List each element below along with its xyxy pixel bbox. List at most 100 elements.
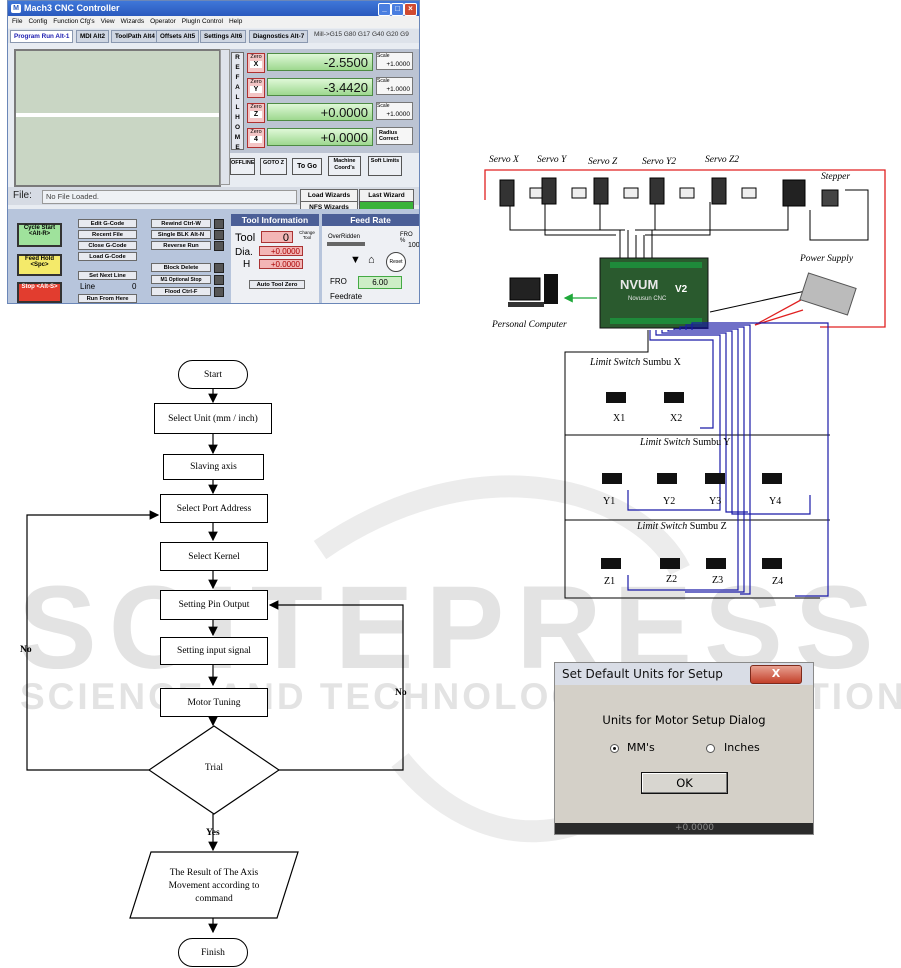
servo-z2-label: Servo Z2	[705, 155, 740, 165]
fro-percent-value: 100	[408, 242, 420, 249]
tab-program-run[interactable]: Program Run Alt-1	[10, 30, 74, 43]
switch-y2: Y2	[663, 496, 676, 507]
flow-result-label: The Result of The Axis Movement accordin…	[168, 868, 260, 904]
dialog-close-button[interactable]: X	[750, 665, 802, 684]
stop-button[interactable]: Stop <Alt-S>	[17, 282, 62, 303]
single-block-button[interactable]: Single BLK Alt-N	[151, 230, 211, 239]
switch-x1: X1	[613, 413, 626, 424]
run-from-here-button[interactable]: Run From Here	[78, 294, 137, 303]
rewind-button[interactable]: Rewind Ctrl-W	[151, 219, 211, 228]
radius-correct-button[interactable]: Radius Correct	[376, 127, 413, 145]
tab-diagnostics[interactable]: Diagnostics Alt-7	[249, 30, 309, 43]
block-delete-led	[214, 263, 224, 273]
menu-operator[interactable]: Operator	[150, 18, 176, 25]
board-name: NVUM	[620, 277, 659, 292]
tab-toolpath[interactable]: ToolPath Alt4	[111, 30, 159, 43]
feedrate-label: Feedrate	[330, 292, 363, 301]
machine-coords-button[interactable]: Machine Coord's	[328, 156, 361, 176]
menu-file[interactable]: File	[12, 18, 23, 25]
ok-button[interactable]: OK	[641, 772, 728, 794]
dia-field[interactable]: +0.0000	[259, 246, 303, 256]
feed-hold-button[interactable]: Feed Hold <Spc>	[17, 254, 62, 276]
flood-button[interactable]: Flood Ctrl-F	[151, 287, 211, 296]
menu-wizards[interactable]: Wizards	[120, 18, 145, 25]
change-tool-button[interactable]: Change Tool	[299, 230, 315, 240]
scale-label: Scale	[377, 53, 390, 59]
limit-frame	[564, 330, 830, 599]
feed-down-icon[interactable]: ▼	[350, 254, 361, 266]
dro-z[interactable]: +0.0000	[267, 103, 373, 121]
flow-no-right-label: No	[395, 688, 407, 698]
limit-z-title-rest: Sumbu Z	[687, 521, 727, 532]
soft-limits-button[interactable]: Soft Limits	[368, 156, 402, 176]
dro-y[interactable]: -3.4420	[267, 78, 373, 96]
reset-fro-button[interactable]: Reset	[386, 252, 406, 272]
reverse-run-button[interactable]: Reverse Run	[151, 241, 211, 250]
dro-4[interactable]: +0.0000	[267, 128, 373, 146]
line-label: Line	[80, 282, 96, 291]
block-delete-button[interactable]: Block Delete	[151, 263, 211, 272]
single-block-led	[214, 230, 224, 240]
app-icon: M	[11, 4, 21, 13]
option-inches-label[interactable]: Inches	[724, 741, 760, 754]
board-subtitle: Novusun CNC	[628, 296, 667, 302]
cycle-start-button[interactable]: Cycle Start <Alt-R>	[17, 223, 62, 247]
menu-help[interactable]: Help	[228, 18, 243, 25]
h-field[interactable]: +0.0000	[259, 259, 303, 269]
optional-stop-button[interactable]: M1 Optional Stop	[151, 275, 211, 284]
dro-x[interactable]: -2.5500	[267, 53, 373, 71]
menu-plugin-control[interactable]: PlugIn Control	[181, 18, 223, 25]
board-version: V2	[675, 284, 688, 295]
offline-button[interactable]: OFFLINE	[230, 158, 255, 175]
radio-mm[interactable]	[610, 744, 619, 753]
tab-offsets[interactable]: Offsets Alt5	[156, 30, 200, 43]
gcode-scrollbar[interactable]	[220, 49, 230, 185]
stepper-label: Stepper	[821, 172, 851, 182]
scale-label: Scale	[377, 103, 390, 109]
menu-config[interactable]: Config	[28, 18, 48, 25]
feed-home-icon[interactable]: ⌂	[368, 254, 375, 266]
option-mm-label[interactable]: MM's	[627, 741, 655, 754]
limit-y-title-rest: Sumbu Y	[690, 437, 731, 448]
motor-wires	[509, 189, 869, 313]
tab-mdi[interactable]: MDI Alt2	[76, 30, 109, 43]
ref-letter: O	[234, 124, 241, 131]
goto-z-button[interactable]: GOTO Z	[260, 158, 287, 175]
units-dialog: Set Default Units for Setup X Units for …	[554, 662, 814, 835]
tab-settings[interactable]: Settings Alt6	[200, 30, 247, 43]
pc-label: Personal Computer	[492, 320, 567, 330]
close-gcode-button[interactable]: Close G-Code	[78, 241, 137, 250]
menu-function-cfgs[interactable]: Function Cfg's	[53, 18, 95, 25]
edit-gcode-button[interactable]: Edit G-Code	[78, 219, 137, 228]
zero-label: Zero	[250, 129, 262, 135]
auto-tool-zero-button[interactable]: Auto Tool Zero	[249, 280, 305, 289]
minimize-icon[interactable]: _	[378, 3, 391, 16]
menu-view[interactable]: View	[100, 18, 115, 25]
ref-letter: E	[235, 144, 240, 151]
fro-label: FRO	[330, 277, 347, 286]
switch-z2: Z2	[666, 574, 678, 585]
set-next-line-button[interactable]: Set Next Line	[78, 271, 137, 280]
limit-y-title-italic: Limit Switch	[640, 437, 691, 448]
flow-result-shape	[129, 851, 299, 919]
servo-z-label: Servo Z	[588, 157, 618, 167]
ref-all-home-button[interactable]: R E F A L L H O M E	[231, 52, 244, 151]
dialog-title: Set Default Units for Setup	[555, 663, 813, 685]
limit-x-title: Limit Switch Sumbu X	[590, 357, 681, 368]
fro-value-field[interactable]: 6.00	[358, 276, 402, 289]
tool-number-field[interactable]: 0	[261, 231, 293, 244]
maximize-icon[interactable]: □	[391, 3, 404, 16]
radio-inches[interactable]	[706, 744, 715, 753]
recent-file-button[interactable]: Recent File	[78, 230, 137, 239]
window-title: Mach3 CNC Controller	[24, 3, 120, 13]
flow-step-select-port: Select Port Address	[160, 494, 268, 523]
to-go-button[interactable]: To Go	[292, 158, 322, 175]
close-icon[interactable]: ×	[404, 3, 417, 16]
tab-bar: Program Run Alt-1 MDI Alt2 ToolPath Alt4…	[8, 29, 419, 43]
bottom-dro-value: +0.0000	[675, 823, 715, 833]
load-gcode-button[interactable]: Load G-Code	[78, 252, 137, 261]
